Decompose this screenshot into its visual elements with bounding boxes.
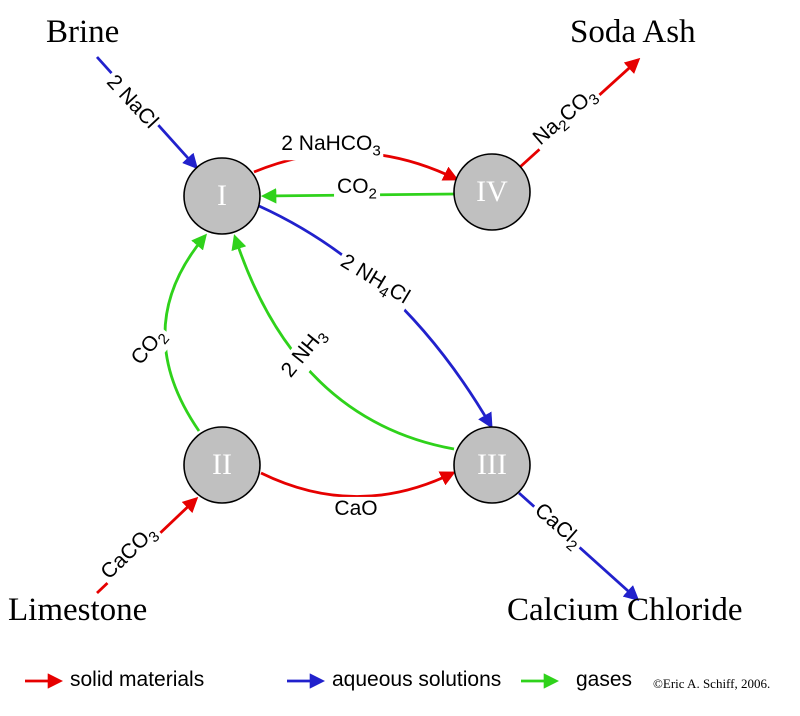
legend-aqueous-label: aqueous solutions	[332, 668, 502, 691]
edge-ii-to-iii	[260, 471, 456, 498]
edge-iii-to-i	[231, 234, 455, 451]
copyright-credit: ©Eric A. Schiff, 2006.	[653, 676, 771, 691]
label-text: 2 NaHCO	[281, 132, 373, 156]
edge-label-2nahco3: 2 NaHCO3	[278, 132, 384, 160]
node-iv-circle	[453, 153, 531, 231]
label-sub: 3	[372, 142, 381, 160]
legend-solid-label: solid materials	[70, 668, 205, 691]
label-sub: 2	[368, 185, 377, 203]
terminal-calcium-chloride: Calcium Chloride	[507, 592, 743, 628]
terminal-soda-ash: Soda Ash	[570, 14, 696, 50]
node-iii-label: III	[477, 448, 507, 481]
node-iii-circle	[453, 426, 531, 504]
edge-i-to-iii	[258, 204, 493, 429]
terminal-brine: Brine	[46, 14, 120, 50]
edge-label-cao: CaO	[331, 496, 381, 522]
label-text: CO	[337, 175, 369, 199]
label-text: CaO	[334, 496, 378, 520]
node-iv-label: IV	[476, 175, 508, 208]
legend-gases-label: gases	[576, 668, 633, 691]
node-ii-label: II	[212, 448, 232, 481]
node-i-label: I	[217, 179, 227, 212]
node-i-circle	[183, 157, 261, 235]
terminal-limestone: Limestone	[8, 592, 148, 628]
edge-ii-to-i	[163, 233, 207, 432]
edge-label-co2-top: CO2	[334, 175, 380, 203]
node-ii-circle	[183, 426, 261, 504]
